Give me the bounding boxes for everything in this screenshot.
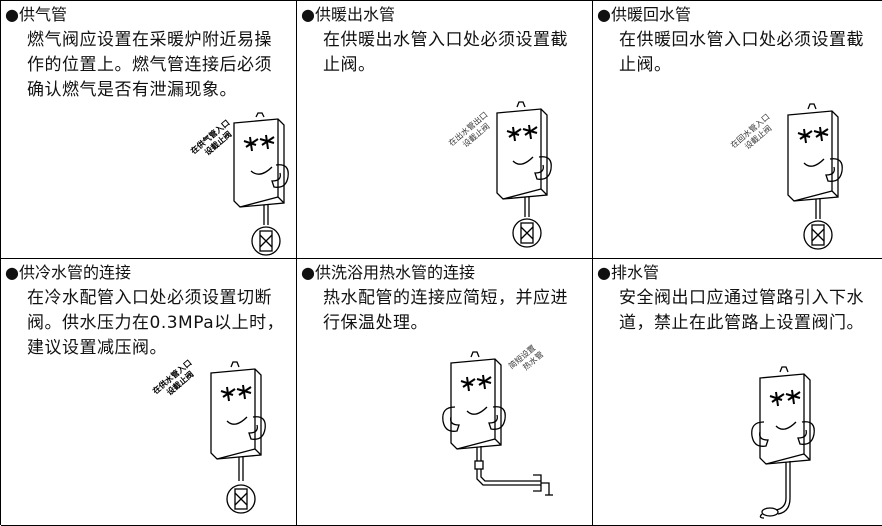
boiler-eyes — [220, 384, 252, 402]
panel-text: 在供暖出水管入口处必须设置截止阀。 — [323, 30, 568, 75]
return-pipe — [815, 198, 821, 219]
boiler-eyes — [769, 389, 801, 407]
boiler-mascot-illustration — [751, 366, 815, 519]
panel-title: ●供气管 — [5, 5, 67, 24]
panel-heating-outlet-pipe: ●供暖出水管 在供暖出水管入口处必须设置截止阀。 在出水管出口 设截止阀 — [297, 1, 593, 259]
boiler-body — [496, 101, 552, 200]
boiler-body — [210, 361, 266, 460]
panel-heating-return-pipe: ●供暖回水管 在供暖回水管入口处必须设置截止阀。 在回水管入口 设截止阀 — [593, 1, 882, 259]
boiler-eyes — [460, 374, 492, 392]
boiler-eyes — [797, 126, 829, 144]
panel-title: ●供暖出水管 — [301, 5, 395, 24]
panel-text: 安全阀出口应通过管路引入下水道，禁止在此管路上设置阀门。 — [619, 288, 864, 333]
hot-water-pipe — [474, 446, 553, 496]
valve-icon — [251, 226, 281, 256]
panel-text: 在供暖回水管入口处必须设置截止阀。 — [619, 30, 864, 75]
cold-water-pipe — [238, 456, 244, 481]
panel-text: 在冷水配管入口处必须设置切断阀。供水压力在0.3MPa以上时，建议设置减压阀。 — [27, 288, 285, 358]
pipe-note: 在回水管入口 设截止阀 — [729, 112, 779, 158]
boiler-mascot-illustration — [210, 361, 266, 514]
panel-text: 燃气阀应设置在采暖炉附近易操作的位置上。燃气管连接后必须确认燃气是否有泄漏现象。 — [27, 30, 272, 100]
panel-title: ●供洗浴用热水管的连接 — [301, 263, 475, 282]
boiler-mascot-illustration — [442, 351, 553, 496]
outlet-pipe — [524, 196, 530, 217]
boiler-body — [233, 112, 289, 208]
panel-hot-water-pipe: ●供洗浴用热水管的连接 热水配管的连接应简短，并应进行保温处理。 简短设置 热水… — [297, 259, 593, 526]
valve-icon — [226, 484, 256, 514]
panel-title: ●排水管 — [597, 263, 659, 282]
panel-cold-water-pipe: ●供冷水管的连接 在冷水配管入口处必须设置切断阀。供水压力在0.3MPa以上时，… — [1, 259, 297, 526]
panel-text: 热水配管的连接应简短，并应进行保温处理。 — [323, 288, 568, 333]
boiler-mascot-illustration — [496, 101, 552, 248]
panel-title: ●供暖回水管 — [597, 5, 691, 24]
boiler-body — [787, 103, 843, 202]
panel-title: ●供冷水管的连接 — [5, 263, 131, 282]
boiler-body — [751, 366, 815, 465]
supply-pipe — [263, 204, 269, 225]
boiler-eyes — [506, 124, 538, 142]
panel-gas-pipe: ●供气管 燃气阀应设置在采暖炉附近易操作的位置上。燃气管连接后必须确认燃气是否有… — [1, 1, 297, 259]
boiler-eyes — [243, 134, 275, 152]
boiler-body — [442, 351, 506, 450]
drain-pipe — [759, 461, 791, 519]
panel-drain-pipe: ●排水管 安全阀出口应通过管路引入下水道，禁止在此管路上设置阀门。 — [593, 259, 882, 526]
valve-icon — [803, 220, 833, 250]
valve-icon — [512, 218, 542, 248]
pipe-note: 在供水管入口 设截止阀 — [151, 358, 201, 404]
boiler-mascot-illustration — [787, 103, 843, 250]
boiler-mascot-illustration — [233, 112, 289, 256]
